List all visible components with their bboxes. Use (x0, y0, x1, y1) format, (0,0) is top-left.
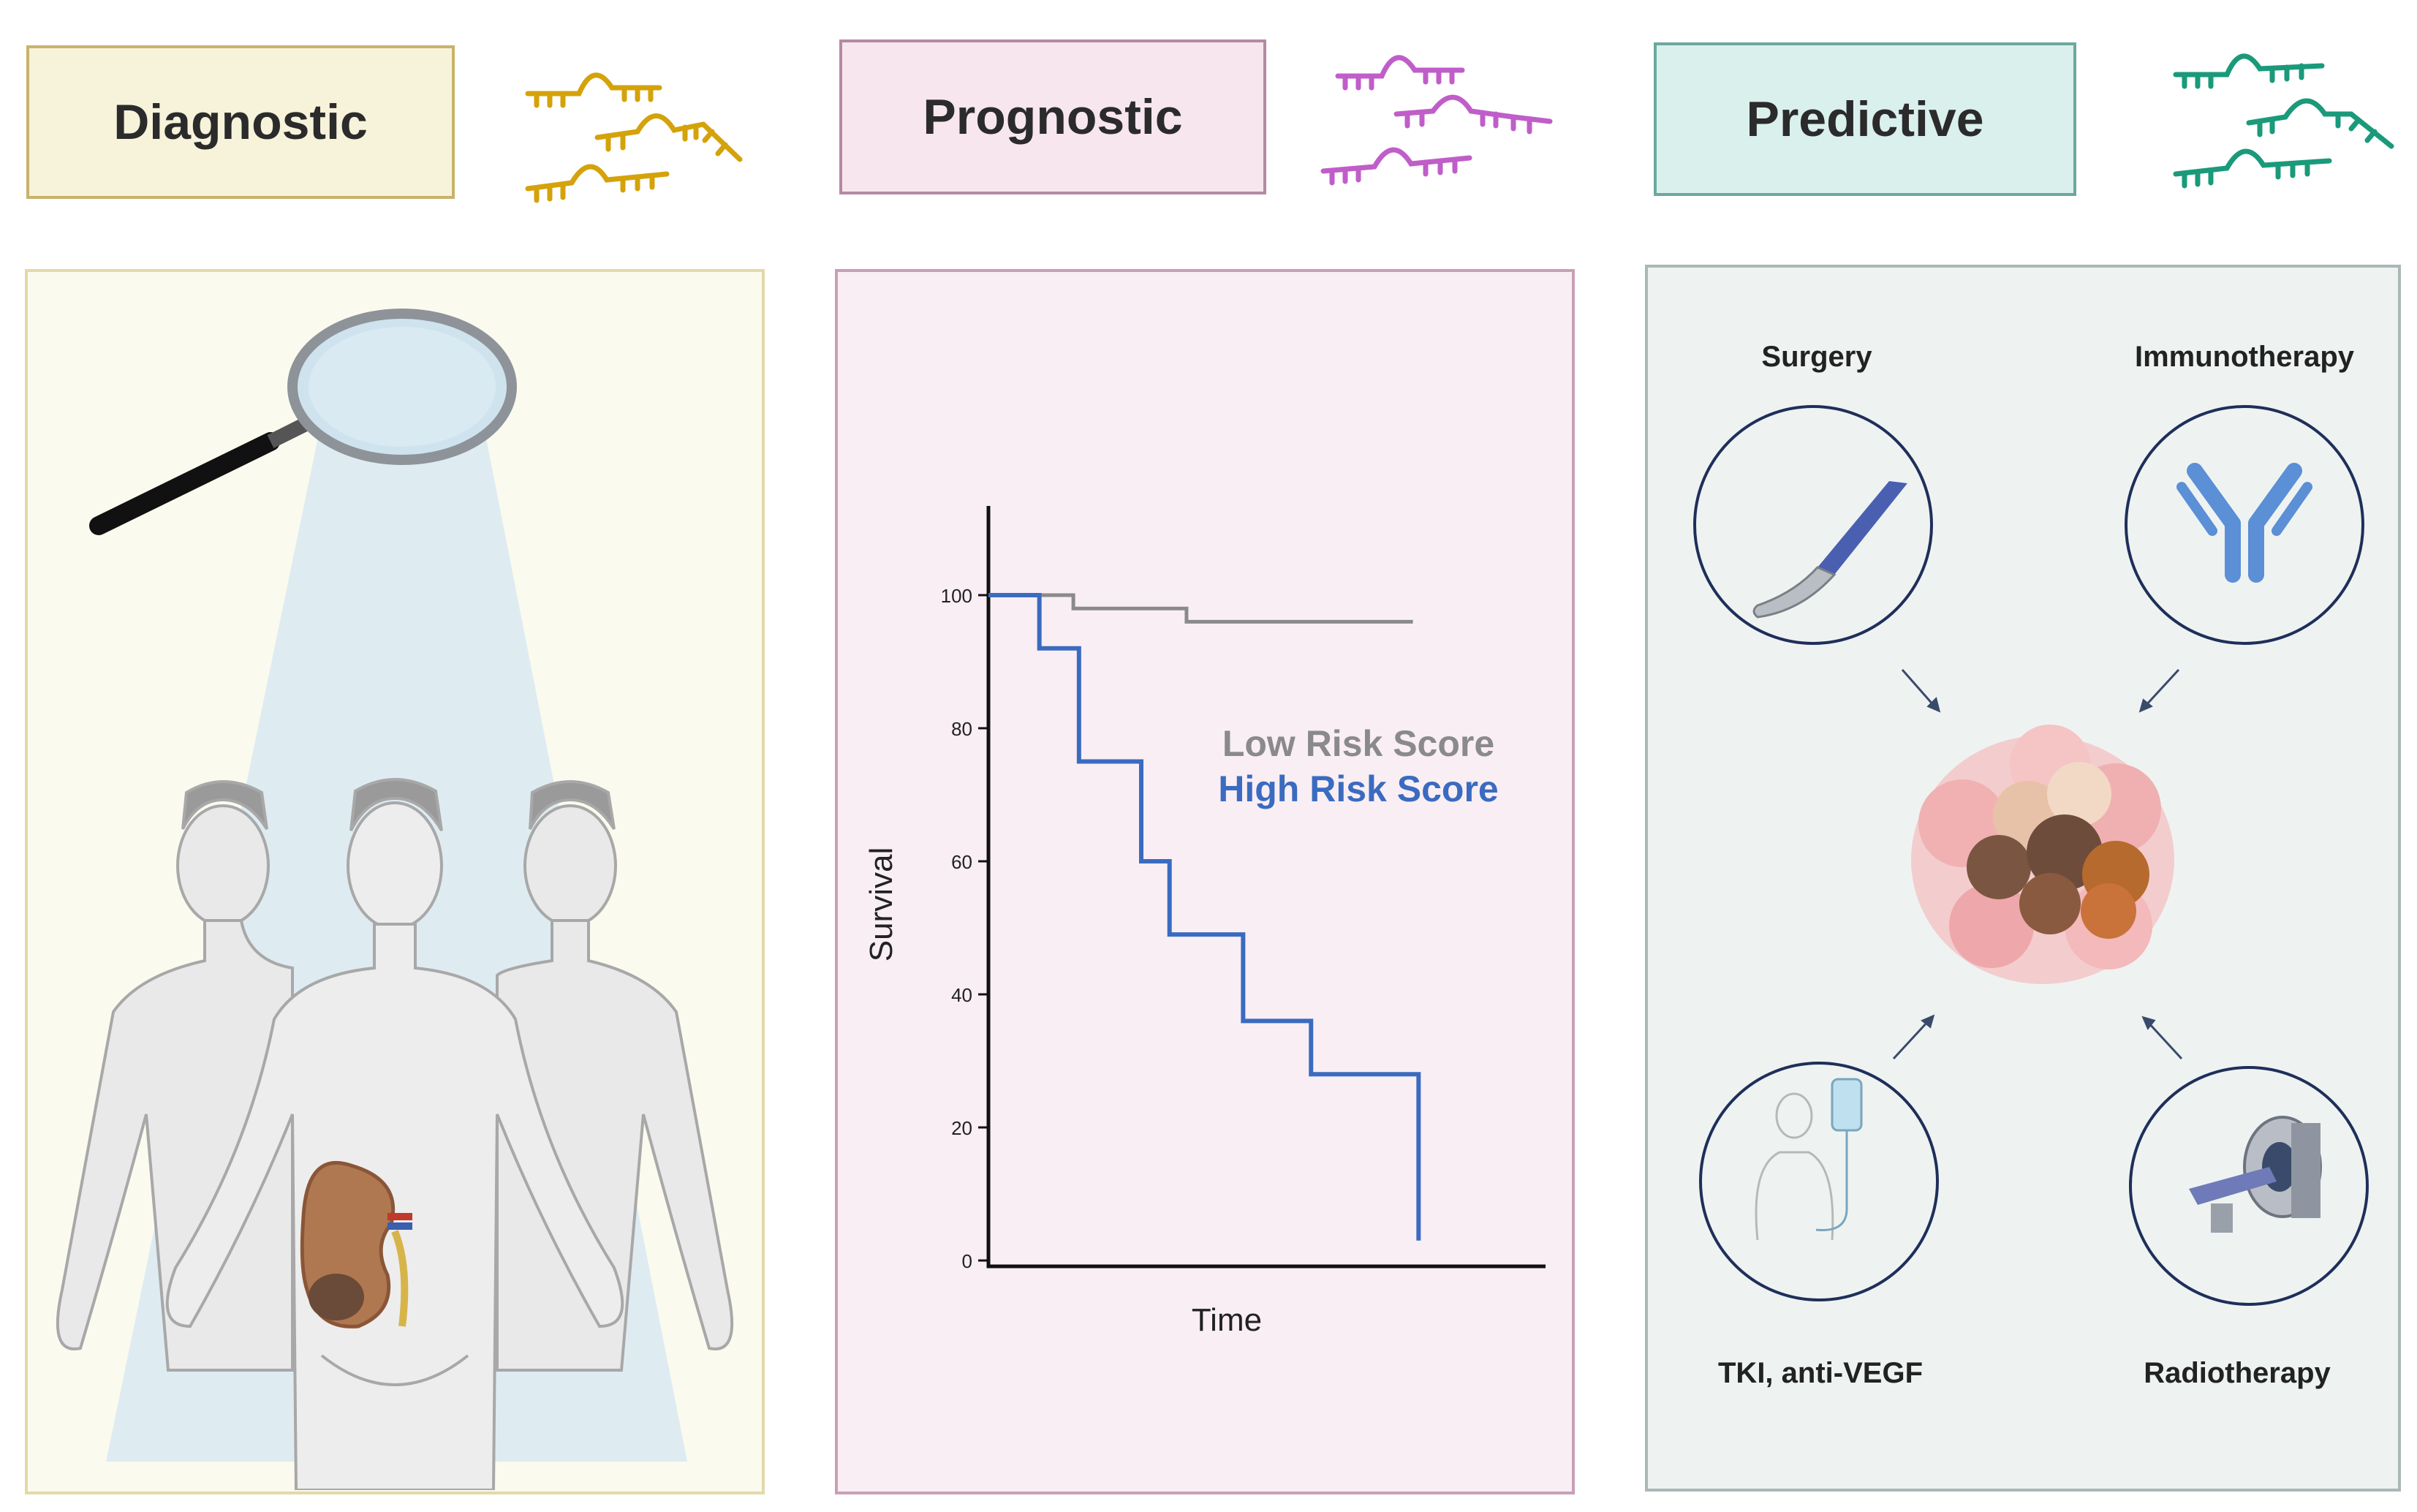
ct-scanner-icon (2189, 1116, 2322, 1233)
immunotherapy-label: Immunotherapy (2134, 341, 2355, 373)
human-body-icon (56, 780, 294, 1372)
y-tick-label-40: 40 (951, 984, 972, 1006)
predictive-header: Predictive (1654, 42, 2076, 196)
kidney-icon (300, 1160, 412, 1328)
prognostic-panel (835, 269, 1575, 1494)
series-line-high-risk (988, 593, 1421, 1241)
human-body-icon (496, 780, 734, 1372)
surgery-label: Surgery (1761, 341, 1872, 373)
rna-molecule-icon (525, 72, 743, 203)
iv-drip-icon (1755, 1078, 1863, 1241)
y-tick-label-0: 0 (962, 1250, 972, 1272)
y-tick-label-20: 20 (951, 1117, 972, 1139)
tumor-icon (1911, 725, 2174, 984)
y-tick-label-60: 60 (951, 851, 972, 873)
rna-molecule-icon (1320, 55, 1553, 186)
tki-label: TKI, anti-VEGF (1718, 1357, 1923, 1389)
series-line-low-risk (988, 593, 1413, 624)
radiotherapy-label: Radiotherapy (2144, 1357, 2331, 1389)
y-tick-label-80: 80 (951, 718, 972, 740)
high-risk-legend: High Risk Score (1218, 768, 1498, 809)
rna-molecule-icon (2173, 53, 2394, 189)
diagnostic-illustration (56, 309, 734, 1490)
x-axis-label: Time (1192, 1302, 1262, 1338)
magnifying-glass-icon (89, 309, 517, 535)
y-tick-label-100: 100 (941, 585, 972, 607)
chart-axes (986, 506, 1546, 1269)
antibody-icon (2176, 463, 2312, 583)
survival-chart: 0 20 40 60 80 100 Low Risk Score High Risk Sc… (863, 506, 1546, 1338)
predictive-illustration (1693, 405, 2369, 1306)
low-risk-legend: Low Risk Score (1222, 723, 1494, 764)
prognostic-header: Prognostic (839, 39, 1266, 194)
scalpel-icon (1752, 481, 1907, 619)
y-axis-label: Survival (863, 847, 899, 962)
diagnostic-header: Diagnostic (26, 45, 455, 199)
